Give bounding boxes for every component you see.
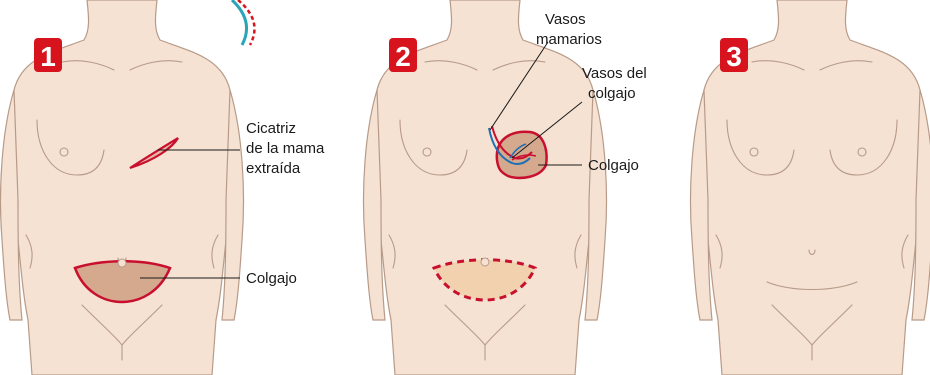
- panel-number: 3: [726, 41, 742, 72]
- panel-number: 1: [40, 41, 56, 72]
- mammary-vessels-label-line2: mamarios: [536, 31, 602, 48]
- panel-1: 1 Cicatriz de la mama extraída Colgajo: [1, 0, 326, 375]
- scar-label-line2: de la mama: [246, 140, 325, 157]
- reconstructed-breast-flap: [497, 132, 547, 178]
- flap-label: Colgajo: [588, 157, 639, 174]
- navel: [481, 258, 489, 266]
- panel-2: 2 Vasos mamarios Vasos del colgajo Colga…: [364, 0, 647, 375]
- panel-3: 3: [691, 0, 930, 375]
- flap-vessels-label-line1: Vasos del: [582, 65, 647, 82]
- flap-vessels-label-line2: colgajo: [588, 85, 636, 102]
- scar-label-line1: Cicatriz: [246, 120, 296, 137]
- scar-label-line3: extraída: [246, 160, 301, 177]
- flap-label: Colgajo: [246, 270, 297, 287]
- mammary-vessels-label-line1: Vasos: [545, 11, 586, 28]
- panel-number: 2: [395, 41, 411, 72]
- navel: [118, 259, 126, 267]
